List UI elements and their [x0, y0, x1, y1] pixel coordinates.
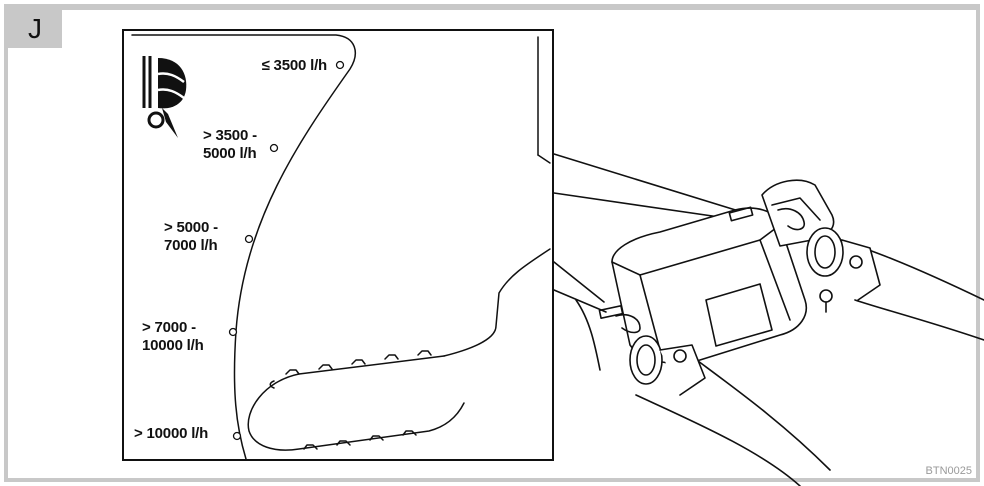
figure-code: BTN0025 — [925, 465, 972, 477]
figure-letter: J — [8, 10, 62, 48]
indicator-holes — [228, 60, 345, 441]
callout-line-bottom-1 — [553, 261, 605, 303]
teeth-top — [285, 350, 432, 375]
circle-marker-icon — [269, 143, 279, 153]
flow-label-gt10000: > 10000 l/h — [134, 425, 209, 442]
flow-label-5000-7000: > 5000 - 7000 l/h — [164, 219, 218, 254]
scale-outline — [131, 34, 356, 459]
water-flow-icon — [142, 56, 187, 138]
teeth-bottom — [303, 430, 417, 450]
flow-label-7000-10000: > 7000 - 10000 l/h — [142, 319, 204, 354]
callout-line-bottom-2 — [553, 289, 607, 313]
detail-panel: ≤ 3500 l/h > 3500 - 5000 l/h > 5000 - 70… — [122, 29, 554, 461]
flow-label-lt3500: ≤ 3500 l/h — [261, 57, 328, 74]
callout-line-top-2 — [553, 192, 741, 221]
float-body — [247, 355, 465, 451]
circle-marker-icon — [335, 60, 345, 70]
flow-label-3500-5000: > 3500 - 5000 l/h — [203, 127, 257, 162]
callout-line-top-1 — [553, 153, 743, 213]
circle-marker-icon — [232, 431, 242, 441]
circle-marker-icon — [228, 327, 238, 337]
flow-indicator-detail — [131, 34, 551, 459]
circle-marker-icon — [244, 234, 254, 244]
